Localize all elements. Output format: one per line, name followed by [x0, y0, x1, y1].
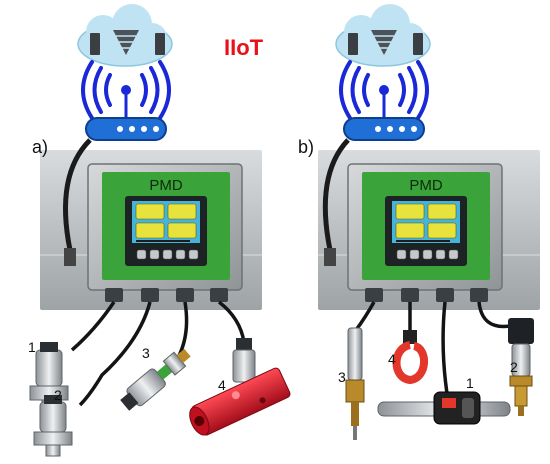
sensor-number: 2 [510, 359, 518, 375]
network-cable [322, 138, 350, 251]
cable-glands [105, 288, 228, 302]
temperature-probe [345, 327, 365, 440]
red-manifold [189, 367, 291, 436]
pmd-device-label: PMD [409, 177, 443, 194]
cable-glands [365, 288, 488, 302]
wifi-signal-icon [339, 60, 429, 122]
sensor-number: 3 [338, 369, 346, 385]
sensor-number: 3 [142, 345, 150, 361]
panel-label: b) [298, 137, 314, 157]
title: IIoT [224, 35, 264, 60]
sensor-number: 2 [54, 387, 62, 403]
sensor-number: 4 [218, 377, 226, 393]
pressure-sensor-2 [33, 395, 73, 457]
wifi-signal-icon [81, 60, 171, 122]
cloud-icon [335, 4, 431, 67]
sensor-number: 1 [466, 375, 474, 391]
panel-b: b) PMD [298, 4, 540, 440]
pressure-sensor-4 [232, 338, 256, 383]
pressure-switch [508, 318, 534, 416]
pmd-device-label: PMD [149, 177, 183, 194]
router-icon [85, 117, 167, 141]
panel-label: a) [32, 137, 48, 157]
current-clamp [392, 330, 428, 385]
sensor-number: 4 [388, 351, 396, 367]
sensor-number: 1 [28, 339, 36, 355]
panel-a: a) PMD [28, 4, 291, 457]
network-cable [63, 138, 92, 251]
pmd-device: PMD [87, 163, 243, 291]
router-icon [343, 117, 425, 141]
cloud-icon [77, 4, 173, 67]
flow-meter [377, 391, 511, 425]
pmd-device: PMD [347, 163, 503, 291]
pressure-sensor-3 [120, 348, 191, 411]
